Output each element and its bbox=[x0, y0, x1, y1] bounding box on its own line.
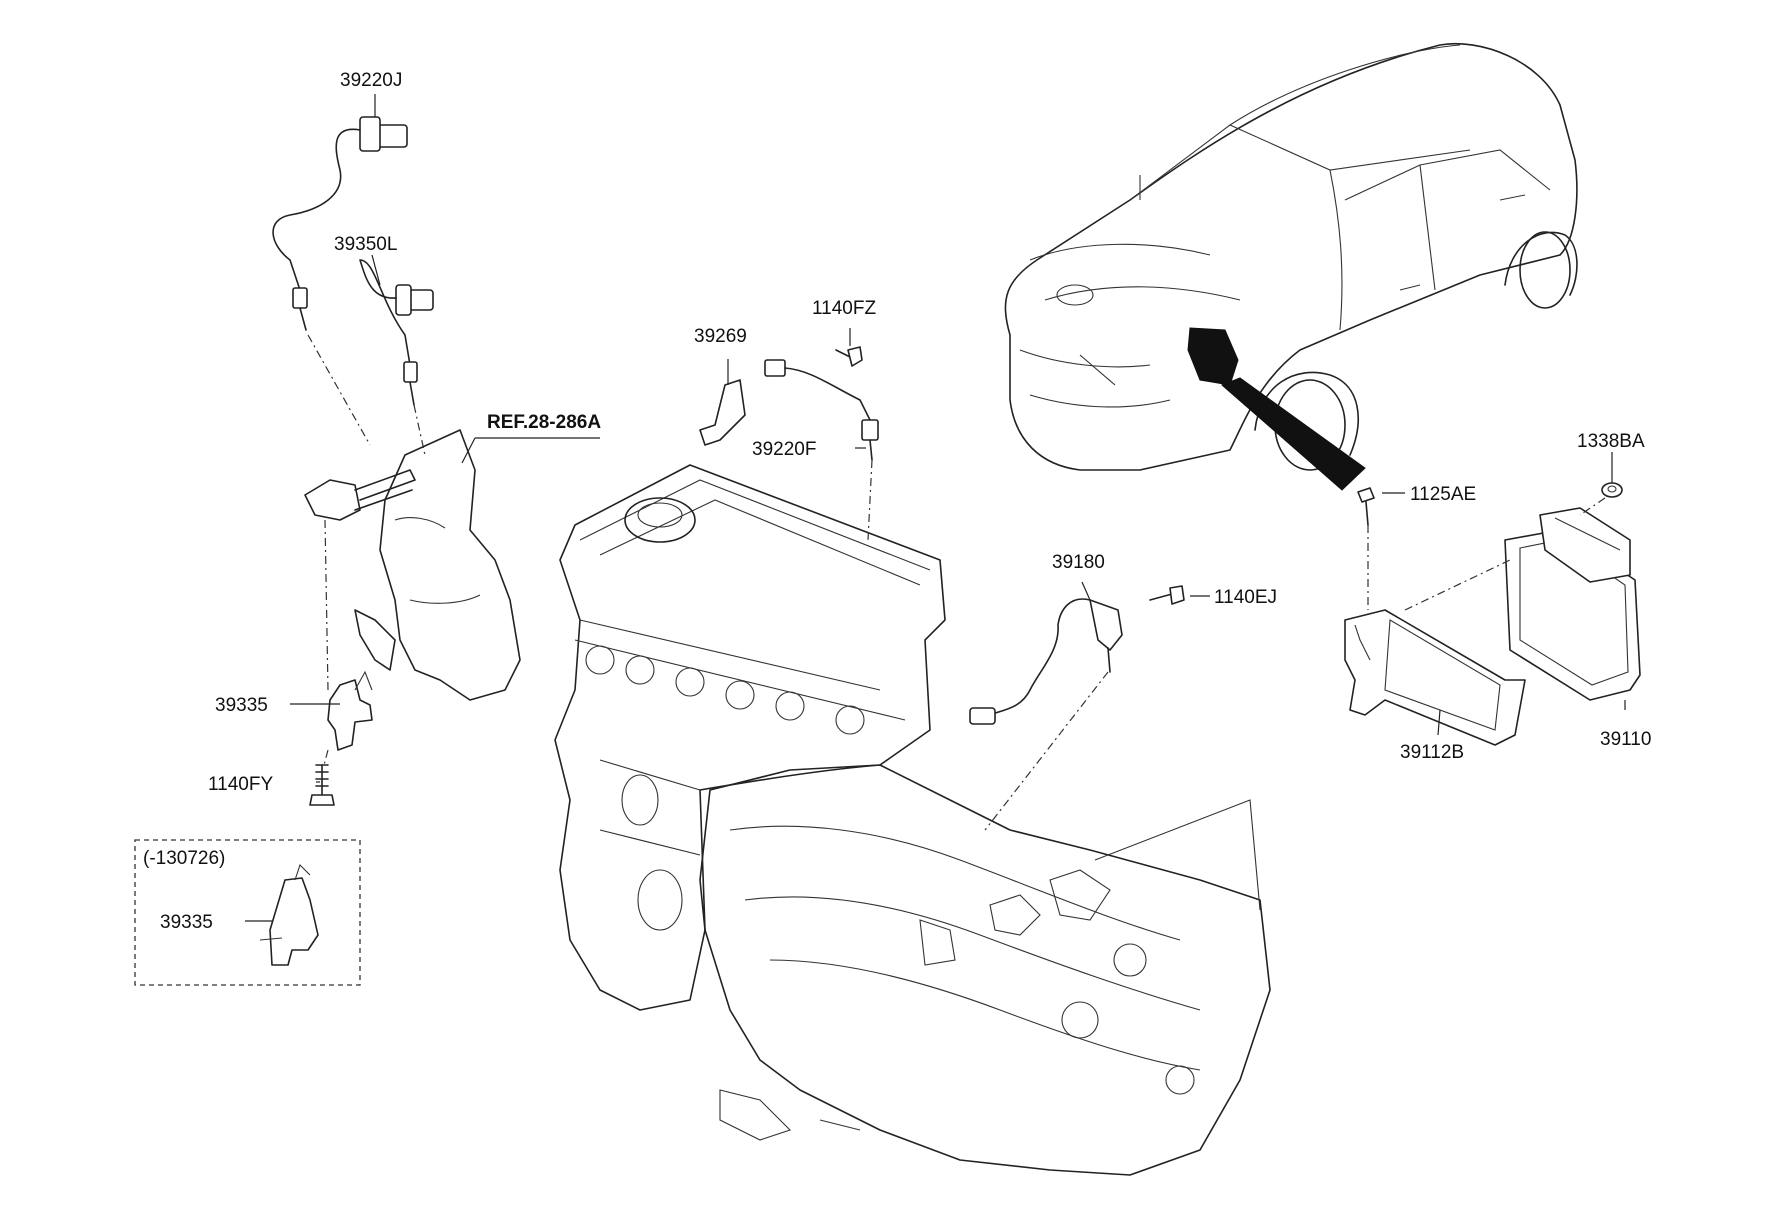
leader-lines bbox=[245, 94, 1626, 922]
label-39335-main[interactable]: 39335 bbox=[215, 695, 268, 716]
bolt-1125AE bbox=[1357, 487, 1375, 526]
bolt-1140FZ bbox=[835, 346, 863, 367]
ecu-39110 bbox=[1504, 507, 1641, 701]
label-39220J[interactable]: 39220J bbox=[340, 70, 402, 91]
label-39335-variant[interactable]: 39335 bbox=[160, 912, 213, 933]
label-1140FY[interactable]: 1140FY bbox=[208, 774, 273, 795]
label-39220F[interactable]: 39220F bbox=[752, 439, 816, 460]
nut-1338BA bbox=[1601, 482, 1623, 498]
bolt-1140FY bbox=[309, 764, 335, 806]
bracket-39335 bbox=[327, 670, 373, 751]
variant-box bbox=[134, 839, 361, 986]
oxygen-sensor-39350L bbox=[359, 259, 434, 406]
temp-sensor-39220F bbox=[764, 359, 879, 461]
reference-lines bbox=[307, 334, 1606, 831]
part-labels: 39220J 39350L REF.28-286A 39335 1140FY (… bbox=[143, 70, 1651, 933]
bolt-1140EJ bbox=[1149, 585, 1185, 605]
bracket-39269 bbox=[699, 379, 746, 446]
label-1140FZ[interactable]: 1140FZ bbox=[812, 298, 876, 319]
label-39180[interactable]: 39180 bbox=[1052, 552, 1105, 573]
oxygen-sensor-39220J bbox=[272, 116, 408, 331]
label-39350L[interactable]: 39350L bbox=[334, 234, 397, 255]
label-39110[interactable]: 39110 bbox=[1600, 729, 1651, 750]
engine-transaxle-assembly bbox=[554, 464, 1271, 1176]
label-variant-note: (-130726) bbox=[143, 848, 225, 869]
label-1338BA[interactable]: 1338BA bbox=[1577, 431, 1645, 452]
ecu-bracket-39112B bbox=[1344, 609, 1526, 746]
label-1140EJ[interactable]: 1140EJ bbox=[1214, 587, 1277, 608]
label-39112B[interactable]: 39112B bbox=[1400, 742, 1464, 763]
label-1125AE[interactable]: 1125AE bbox=[1410, 484, 1476, 505]
vehicle-illustration bbox=[1004, 43, 1578, 491]
label-39269[interactable]: 39269 bbox=[694, 326, 747, 347]
sensor-39180 bbox=[969, 598, 1123, 725]
catalytic-converter-assembly bbox=[304, 429, 521, 701]
ecu-location-marker bbox=[1187, 327, 1239, 386]
label-ref-28-286a[interactable]: REF.28-286A bbox=[487, 412, 601, 433]
